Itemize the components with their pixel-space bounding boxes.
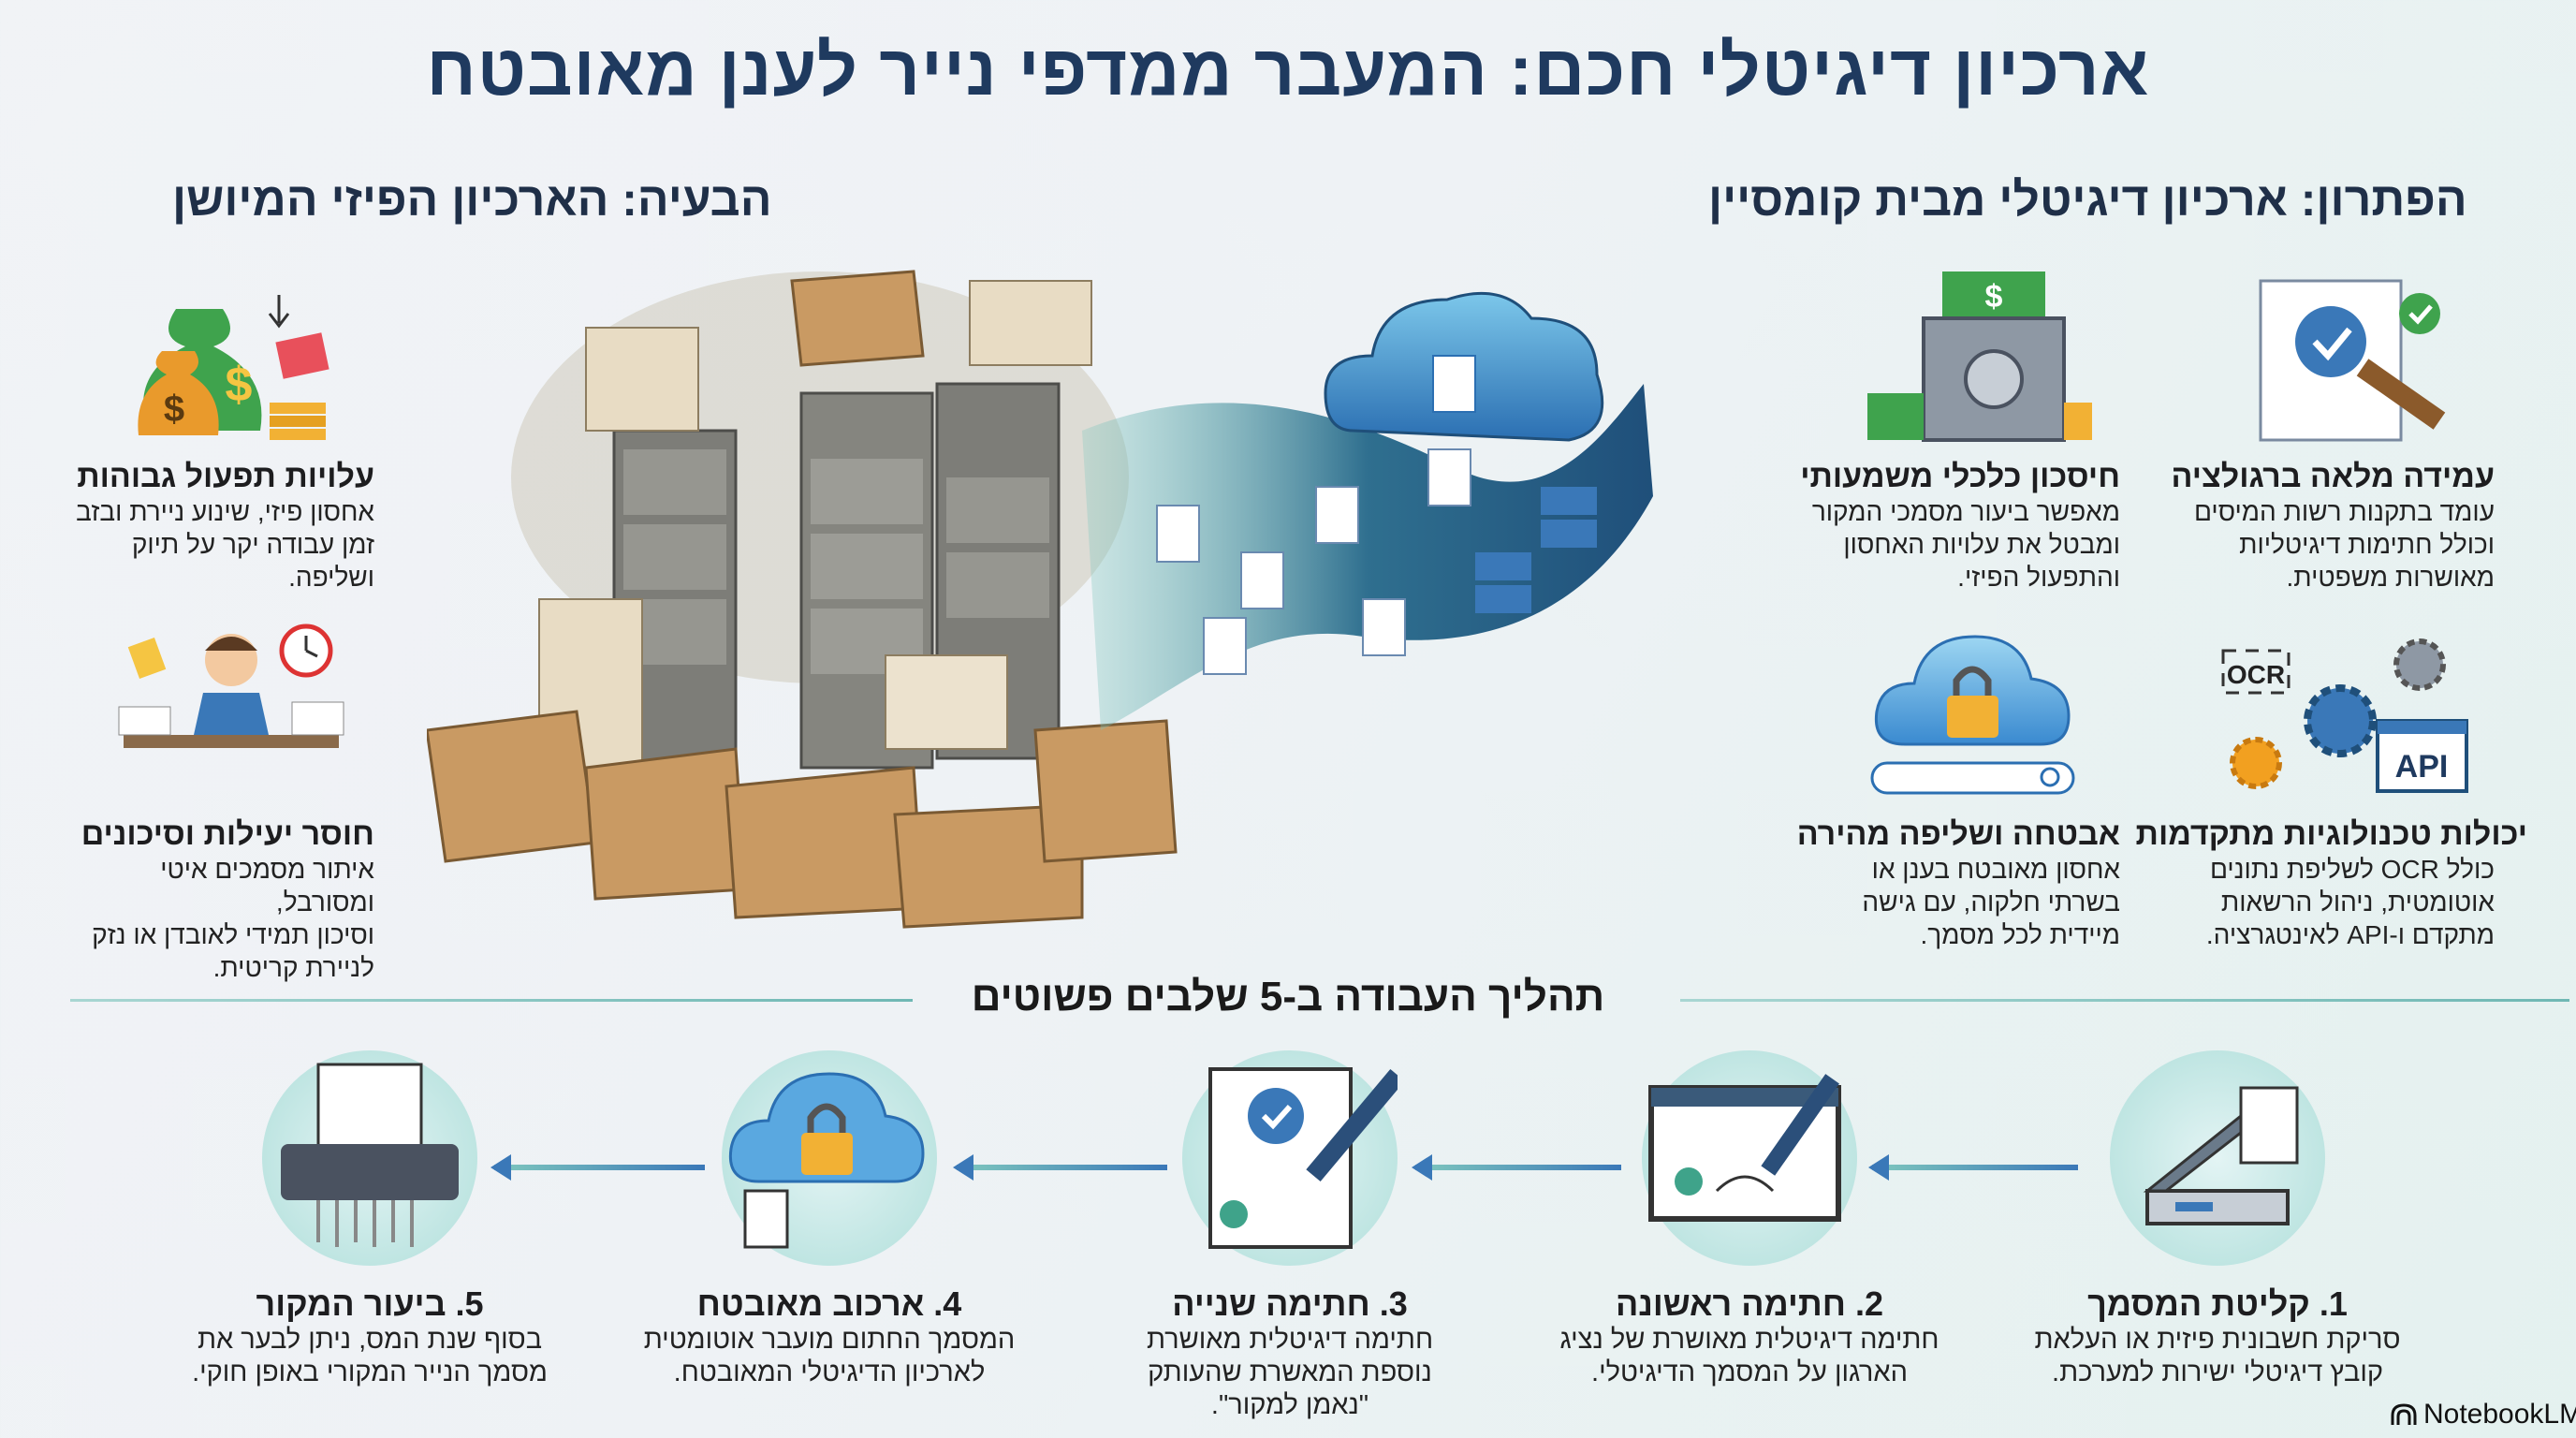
step-4: 4. ארכוב מאובטח המסמך החתום מועבר אוטומט… [605, 1284, 1054, 1389]
step-desc-line: חתימה דיגיטלית מאושרת [1146, 1325, 1434, 1355]
screen-signature-icon [1648, 1074, 1841, 1222]
cardboard-boxes [427, 270, 1178, 929]
step-desc-line: "נאמן למקור". [1210, 1390, 1369, 1420]
step-4-circle [722, 1050, 937, 1266]
notebooklm-logo-icon [2391, 1403, 2417, 1425]
flow-arrow [953, 1154, 1167, 1181]
solution-title-3: אבטחה ושליפה מהירה [1796, 816, 2120, 852]
svg-text:$: $ [164, 389, 184, 430]
flow-arrow [1868, 1154, 2078, 1181]
notebooklm-branding: NotebookLM [2390, 1399, 2576, 1431]
solution-title-1: חיסכון כלכלי משמעותי [1800, 459, 2120, 494]
solution-desc-2-line: אוטומטית, ניהול הרשאות [2220, 888, 2495, 917]
problem-title-0: עלויות תפעול גבוהות [77, 459, 374, 494]
problem-desc-1-line: לניירת קריטית. [212, 953, 374, 982]
problem-title-1: חוסר יעילות וסיכונים [80, 816, 374, 852]
solution-desc-1-line: ומבטל את עלויות האחסון [1843, 530, 2120, 559]
step-title: 1. קליטת המסמך [2087, 1284, 2348, 1323]
solution-desc-0-line: וכולל חתימות דיגיטליות [2239, 530, 2495, 559]
step-5-circle [262, 1050, 477, 1266]
step-2: 2. חתימה ראשונה חתימה דיגיטלית מאושרת של… [1525, 1284, 1974, 1389]
cloud-lock-icon [728, 1072, 925, 1249]
step-desc-line: חתימה דיגיטלית מאושרת של נציג [1559, 1325, 1939, 1355]
solution-desc-0-line: עומד בתקנות רשות המיסים [2193, 497, 2495, 526]
step-desc-line: סריקת חשבונית פיזית או העלאת [2034, 1325, 2401, 1355]
archive-transition-illustration [427, 270, 1653, 929]
step-1-circle [2110, 1050, 2325, 1266]
solution-title-0: עמידה מלאה ברגולציה [2171, 459, 2495, 494]
paper-stacks [538, 280, 1092, 769]
step-desc-line: מסמך הנייר המקורי באופן חוקי. [192, 1357, 548, 1387]
svg-text:$: $ [226, 358, 253, 412]
solution-desc-1-line: והתפעול הפיזי. [1957, 563, 2120, 592]
solution-desc-2-line: מתקדם ו-API לאינטגרציה. [2205, 920, 2495, 949]
solution-heading: הפתרון: ארכיון דיגיטלי מבית קומסיין [1708, 173, 2467, 226]
solution-title-2: יכולות טכנולוגיות מתקדמות [2135, 816, 2527, 852]
solution-desc-0-line: מאושרות משפטית. [2286, 563, 2495, 592]
problem-heading: הבעיה: הארכיון הפיזי המיושן [172, 173, 772, 226]
step-5: 5. ביעור המקור בסוף שנת המס, ניתן לבער א… [145, 1284, 594, 1389]
safe-money-icon: $ [1867, 271, 2092, 442]
flow-arrow [490, 1154, 705, 1181]
flow-arrow [1412, 1154, 1621, 1181]
step-desc-line: לארכיון הדיגיטלי המאובטח. [673, 1357, 986, 1387]
step-title: 4. ארכוב מאובטח [696, 1284, 962, 1323]
step-desc-line: בסוף שנת המס, ניתן לבער את [197, 1325, 543, 1355]
problem-desc-0-line: זמן עבודה יקר על תיוק [131, 530, 374, 559]
step-desc-line: קובץ דיגיטלי ישירות למערכת. [2052, 1357, 2383, 1387]
problem-desc-1-line: וסיכון תמידי לאובדן או נזק [92, 920, 374, 949]
step-1: 1. קליטת המסמך סריקת חשבונית פיזית או הע… [1993, 1284, 2442, 1389]
step-title: 5. ביעור המקור [256, 1284, 484, 1323]
step-desc-line: המסמך החתום מועבר אוטומטית [643, 1325, 1016, 1355]
solution-desc-3-line: אחסון מאובטח בענן או [1871, 855, 2120, 884]
ocr-label: OCR [2227, 660, 2285, 689]
solution-desc-2-line: כולל OCR לשליפת נתונים [2209, 855, 2495, 884]
process-heading: תהליך העבודה ב-5 שלבים פשוטים [971, 974, 1605, 1020]
step-title: 2. חתימה ראשונה [1616, 1284, 1883, 1323]
step-2-circle [1642, 1050, 1857, 1266]
branding-text: NotebookLM [2423, 1399, 2576, 1430]
certified-document-pen-icon [1208, 1067, 1405, 1249]
divider-right [1680, 999, 2569, 1002]
cloud-lock-search-icon [1870, 635, 2075, 795]
money-bags-icon: $ $ [138, 295, 329, 440]
scanner-icon [2143, 1086, 2299, 1225]
stressed-worker-icon [118, 624, 344, 748]
problem-desc-1-line: איתור מסמכים איטי ומסורבל, [160, 855, 374, 917]
cloud-network [1324, 291, 1604, 613]
solution-desc-3-line: בשרתי חלקוה, עם גישה [1862, 888, 2120, 917]
flying-documents [1156, 448, 1471, 675]
shredder-icon [281, 1063, 459, 1247]
certificate-gavel-icon [2259, 279, 2446, 442]
step-3: 3. חתימה שנייה חתימה דיגיטלית מאושרת נוס… [1065, 1284, 1515, 1422]
step-desc-line: הארגון על המסמך הדיגיטלי. [1591, 1357, 1908, 1387]
ocr-api-gears-icon: OCR API [2221, 638, 2468, 793]
problem-desc-0-line: ושליפה. [288, 563, 374, 592]
problem-desc-0-line: אחסון פיזי, שינוע ניירת ובזב [76, 497, 374, 526]
page-title: ארכיון דיגיטלי חכם: המעבר ממדפי נייר לענ… [426, 31, 2150, 110]
api-label: API [2395, 749, 2449, 785]
divider-left [70, 999, 913, 1002]
solution-desc-1-line: מאפשר ביעור מסמכי המקור [1811, 497, 2120, 526]
step-desc-line: נוספת המאשרת שהעותק [1148, 1357, 1432, 1387]
solution-desc-3-line: מיידית לכל מסמך. [1920, 920, 2120, 949]
svg-text:$: $ [1985, 279, 2003, 315]
step-title: 3. חתימה שנייה [1172, 1284, 1408, 1323]
step-3-circle [1182, 1050, 1405, 1266]
